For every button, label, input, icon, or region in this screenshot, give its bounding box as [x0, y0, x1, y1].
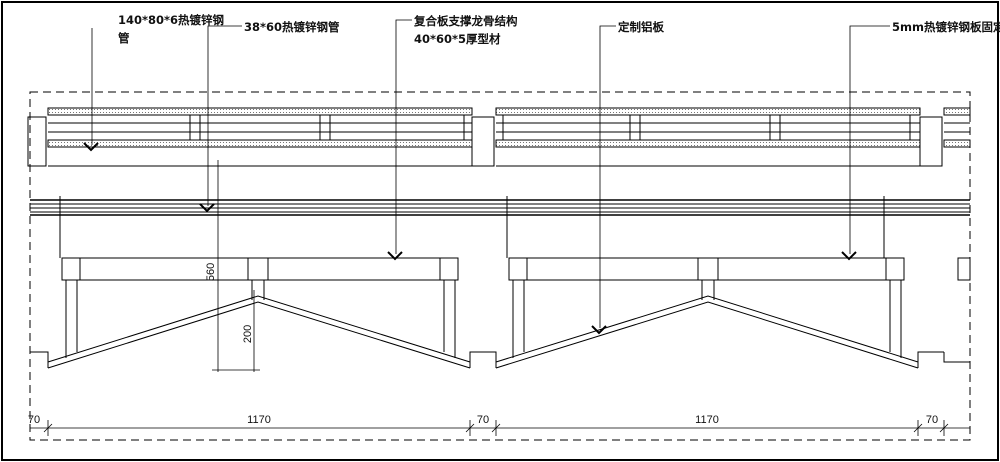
- horizontal-dimension-line: [30, 420, 970, 436]
- panel-left-top-dots: [47, 107, 473, 116]
- steel-pipe-band: [30, 196, 970, 258]
- panel-post-middle: [471, 116, 495, 167]
- annotation-steel-pipe-140-line1: 140*80*6热镀锌钢: [118, 13, 224, 27]
- dimension-label-200: 200: [242, 325, 254, 343]
- annotation-keel-structure-line2: 40*60*5厚型材: [414, 32, 501, 46]
- annotation-steel-pipe-140-line2: 管: [118, 31, 130, 45]
- roof-module-right: [482, 257, 971, 369]
- dimension-label-70-middle: 70: [477, 414, 489, 426]
- roof-module-left: [30, 257, 482, 369]
- vertical-dimension-lines: [212, 160, 260, 372]
- dashed-boundary: [29, 91, 971, 441]
- dimension-label-70-left: 70: [28, 414, 40, 426]
- panel-left-bottom-dots: [47, 139, 473, 148]
- dimension-label-1170-left: 1170: [247, 414, 271, 426]
- panel-right-top-dots: [495, 107, 921, 116]
- panel-post-right: [919, 116, 943, 167]
- composite-panel-strip: [27, 107, 971, 167]
- annotation-fixing-part: 5mm热镀锌钢板固定件: [892, 20, 1000, 34]
- leader-lines: [83, 19, 890, 335]
- annotation-steel-pipe-38: 38*60热镀锌钢管: [244, 20, 340, 34]
- panel-right-bottom-dots: [495, 139, 921, 148]
- annotation-keel-structure-line1: 复合板支撑龙骨结构: [413, 14, 518, 28]
- dimension-label-1170-right: 1170: [695, 414, 719, 426]
- dimension-label-560: 560: [205, 263, 217, 281]
- dimension-label-70-right: 70: [926, 414, 938, 426]
- panel-post-left: [27, 116, 47, 167]
- annotation-aluminum-plate: 定制铝板: [618, 20, 664, 34]
